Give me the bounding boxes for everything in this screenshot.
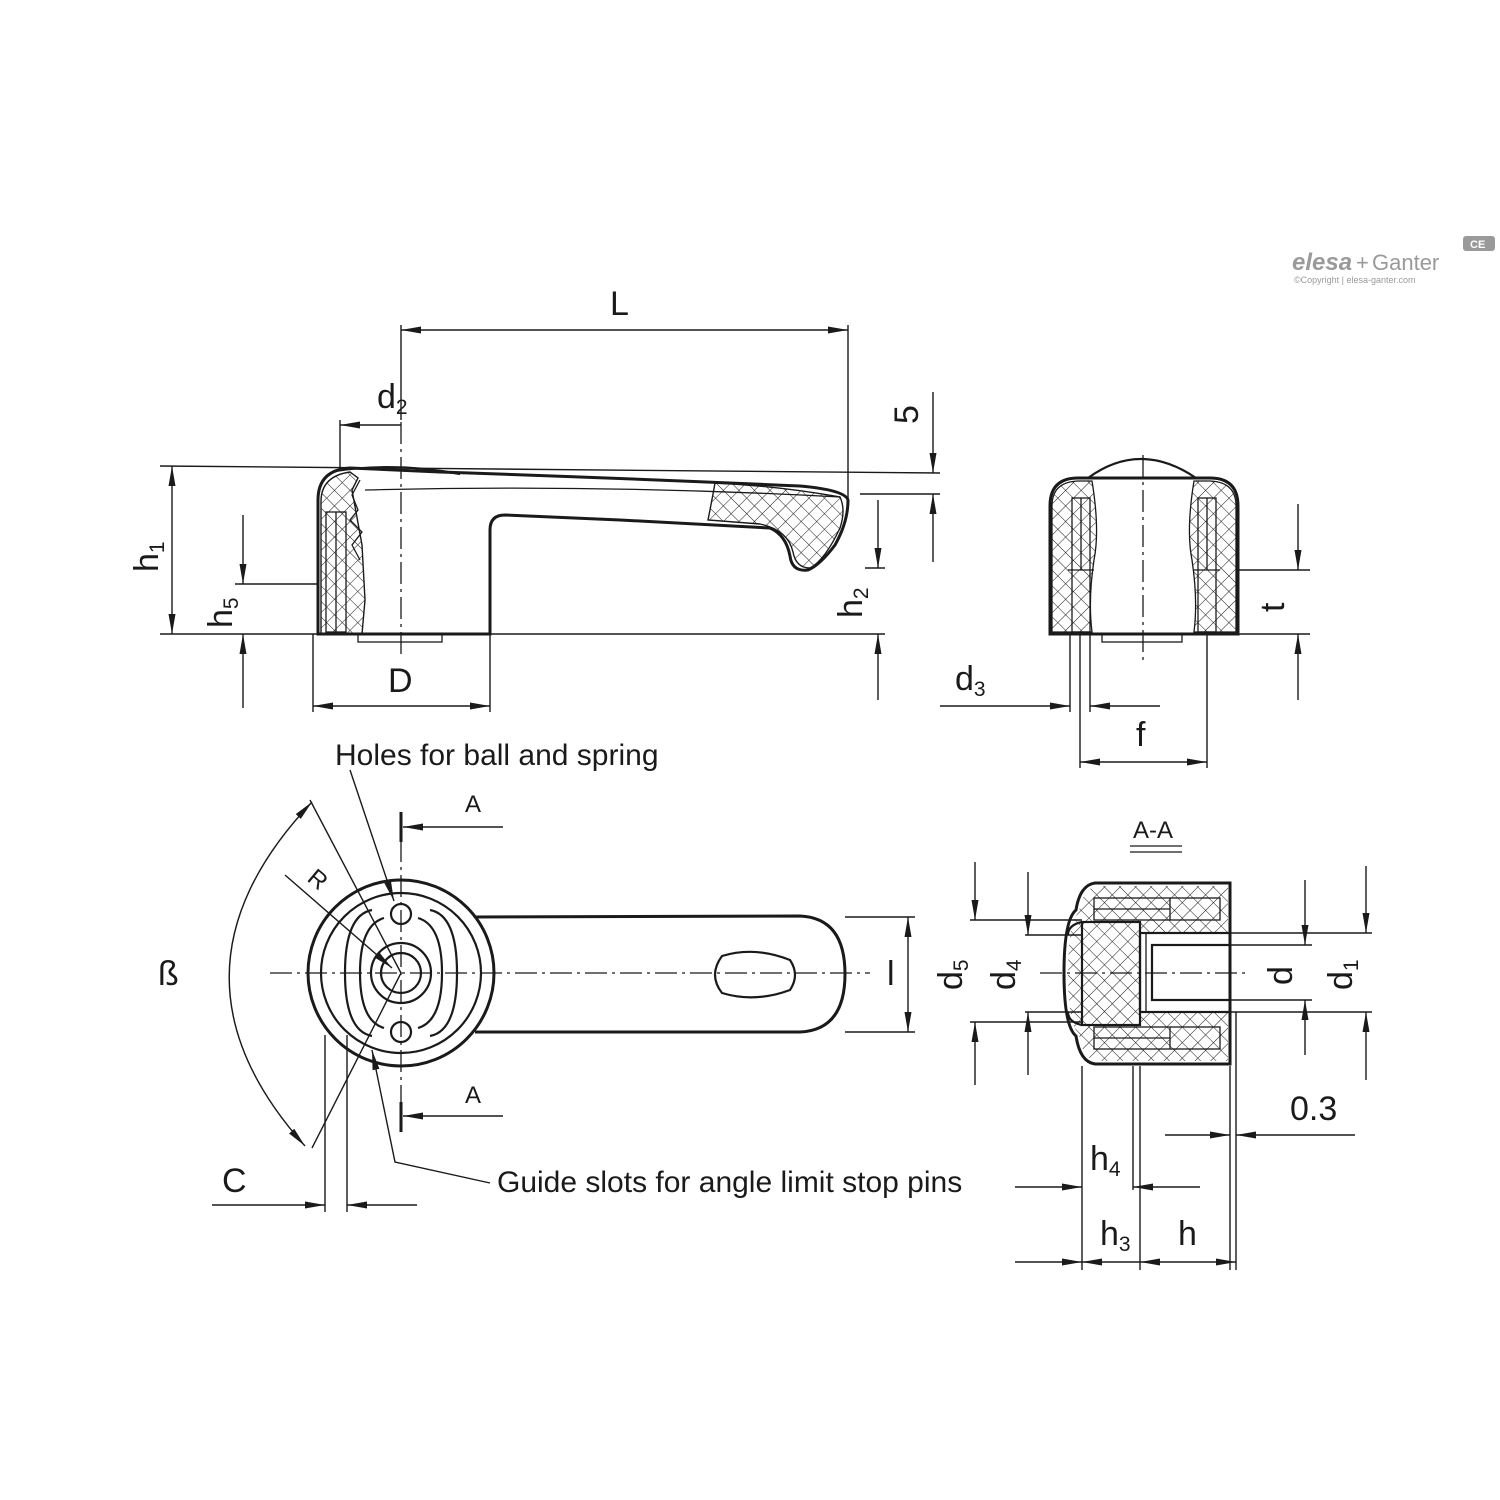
label-l: l (887, 955, 895, 993)
beta-limit-lower (311, 972, 402, 1149)
side-break-line (349, 479, 363, 561)
top-lever-arm (474, 914, 847, 1034)
note-slots: Guide slots for angle limit stop pins (497, 1166, 962, 1199)
section-title: A-A (1133, 817, 1173, 844)
label-L: L (610, 285, 629, 323)
section-outline (1062, 881, 1232, 1066)
logo-ce-mark: CE (1470, 239, 1485, 251)
label-h1: h1 (128, 541, 169, 572)
end-dome (1087, 457, 1197, 479)
end-hatch-right (1188, 480, 1237, 633)
top-teardrop-hole (713, 950, 797, 999)
label-D: D (388, 662, 413, 700)
note-holes: Holes for ball and spring (335, 739, 659, 772)
ce-mark-badge (1463, 236, 1495, 251)
label-C: C (222, 1162, 247, 1200)
label-h: h (1178, 1215, 1197, 1253)
label-t: t (1254, 602, 1292, 612)
side-rib-line (364, 487, 841, 498)
end-view: t d3 f (940, 455, 1310, 768)
top-view: A A l ß R C Holes for ball and spring Gu… (158, 739, 962, 1212)
label-d4: d4 (985, 959, 1026, 990)
side-hub-dome (334, 466, 461, 476)
label-h3: h3 (1100, 1215, 1131, 1256)
brand-logo: elesa + Ganter CE ©Copyright | elesa-gan… (1292, 236, 1495, 285)
label-section-a-lower: A (465, 1082, 481, 1109)
label-d2: d2 (377, 378, 408, 419)
side-grip-hatch (707, 482, 844, 569)
logo-plus: + (1356, 250, 1369, 275)
end-insert-base (1101, 633, 1183, 643)
side-view: L d2 5 h1 h5 h2 D (128, 285, 941, 712)
dim-R (284, 874, 393, 969)
label-d3: d3 (955, 660, 986, 701)
label-f: f (1136, 716, 1146, 754)
logo-elesa: elesa (1292, 249, 1352, 276)
section-hatch (1068, 886, 1228, 1061)
label-d5: d5 (932, 959, 973, 990)
section-view: A-A (932, 817, 1372, 1270)
top-guide-slot-right-inner (417, 916, 444, 1030)
label-d1: d1 (1322, 959, 1363, 990)
leader-holes (349, 769, 395, 902)
label-R: R (302, 864, 333, 896)
label-h5: h5 (202, 597, 243, 628)
logo-copyright: ©Copyright | elesa-ganter.com (1294, 275, 1416, 285)
label-5: 5 (888, 405, 926, 424)
beta-limit-upper (309, 799, 402, 974)
label-section-a-upper: A (465, 791, 481, 818)
side-hub-hatch (320, 471, 366, 635)
label-h2: h2 (832, 587, 873, 618)
side-lever-outline (316, 466, 850, 636)
logo-ganter: Ganter (1372, 250, 1439, 275)
leader-slots (371, 1049, 491, 1184)
label-gap: 0.3 (1290, 1090, 1337, 1128)
end-outline (1048, 476, 1240, 636)
label-d: d (1262, 966, 1300, 985)
label-h4: h4 (1090, 1140, 1121, 1181)
dim-beta (228, 801, 313, 1147)
label-beta: ß (158, 955, 179, 993)
